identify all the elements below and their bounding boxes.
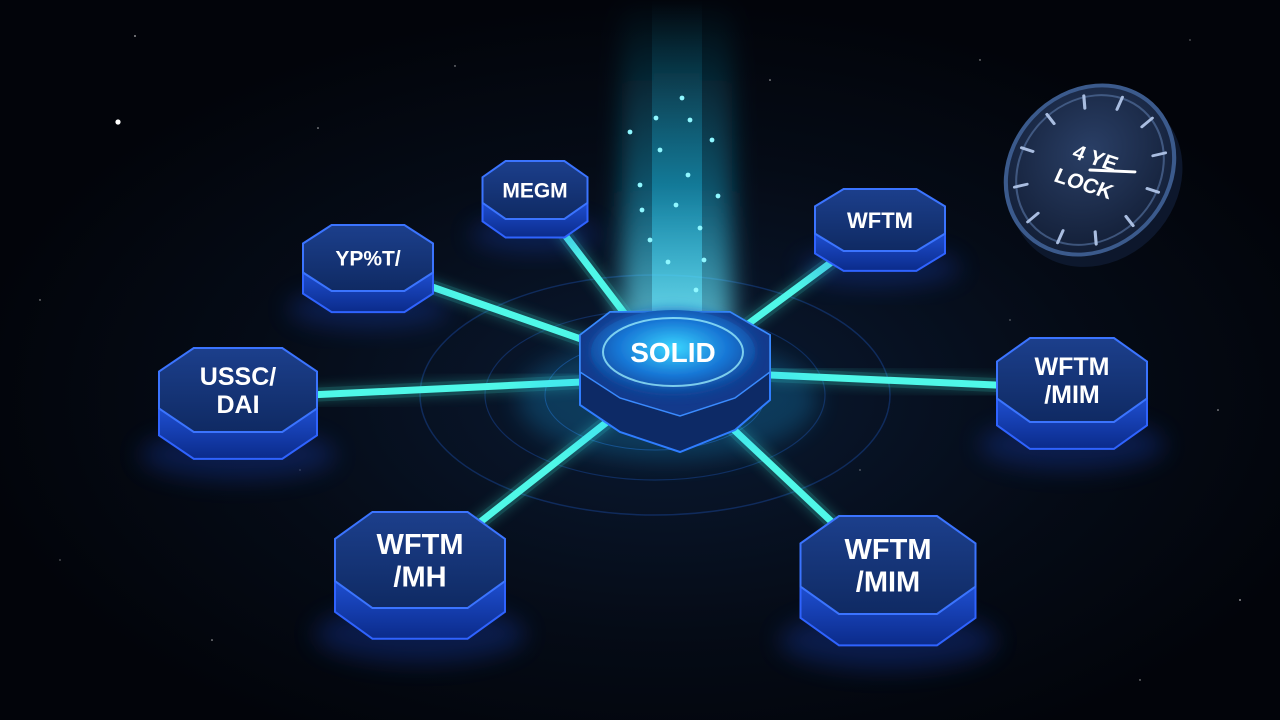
clock-tick [1045,112,1056,126]
star [1139,679,1141,681]
particle [673,202,679,208]
starfield [39,35,1241,681]
node-ussc-dai[interactable]: USSC/DAI [140,347,336,480]
node-label-wftm-mim-right-1: /MIM [1044,381,1100,409]
clock-tick [1012,182,1029,189]
node-label-wftm-mim-right-0: WFTM [1035,353,1110,381]
clock-tick [1115,95,1124,111]
node-megm[interactable]: MEGM [469,160,601,253]
particle [685,172,691,178]
particle [701,257,707,263]
particle [693,287,699,293]
clock-tick [1056,229,1065,245]
star [39,299,41,301]
node-label-ussc-dai-0: USSC/ [200,363,276,391]
star [1239,599,1241,601]
particle [709,137,715,143]
light-beam [622,0,732,340]
clock-tick [1082,94,1087,110]
clock-icon: 4 YE LOCK [1003,83,1183,267]
clock-tick [1151,151,1168,158]
node-label-wftm-top-0: WFTM [847,208,913,233]
token-nodes: MEGMYP%T/WFTMUSSC/DAIWFTM/MIMWFTM/MHWFTM… [140,160,1165,670]
star [454,65,456,67]
star [211,639,213,641]
star [317,127,319,129]
clock-tick [1145,187,1161,194]
node-label-yp-0: YP%T/ [335,248,401,271]
node-label-wftm-mh-1: /MH [393,562,446,594]
clock-tick [1019,146,1035,153]
particle [647,237,653,243]
clock-tick [1093,230,1098,246]
clock-tick [1140,116,1154,129]
node-label-wftm-mh-0: WFTM [377,529,464,561]
star [59,559,61,561]
particle [715,193,721,199]
star [979,59,981,61]
node-label-megm-0: MEGM [502,180,567,203]
particle [627,129,633,135]
particle [687,117,693,123]
beam-particles [627,95,721,293]
node-label-wftm-mim-bottom-1: /MIM [856,567,920,599]
particle [679,95,685,101]
node-wftm-top[interactable]: WFTM [799,188,961,287]
node-label-wftm-mim-bottom-0: WFTM [845,534,932,566]
node-wftm-mim-right[interactable]: WFTM/MIM [979,337,1165,470]
particle [665,259,671,265]
star [115,119,121,125]
node-yp[interactable]: YP%T/ [287,224,449,329]
star [134,35,136,37]
particle [637,182,643,188]
node-wftm-mim-bottom[interactable]: WFTM/MIM [779,515,997,670]
particle [639,207,645,213]
node-wftm-mh[interactable]: WFTM/MH [314,511,526,663]
node-label-ussc-dai-1: DAI [216,391,259,419]
star [1009,319,1011,321]
star [769,79,771,81]
clock-tick [1026,211,1040,224]
clock-tick [1124,214,1135,228]
clock-hand [1088,168,1137,174]
solid-hub[interactable]: SOLID [518,310,818,460]
star [859,469,861,471]
clock-ticks [1012,94,1168,246]
particle [657,147,663,153]
star [1189,39,1191,41]
particle [653,115,659,121]
particle [697,225,703,231]
star [1217,409,1219,411]
hub-label: SOLID [630,337,716,368]
